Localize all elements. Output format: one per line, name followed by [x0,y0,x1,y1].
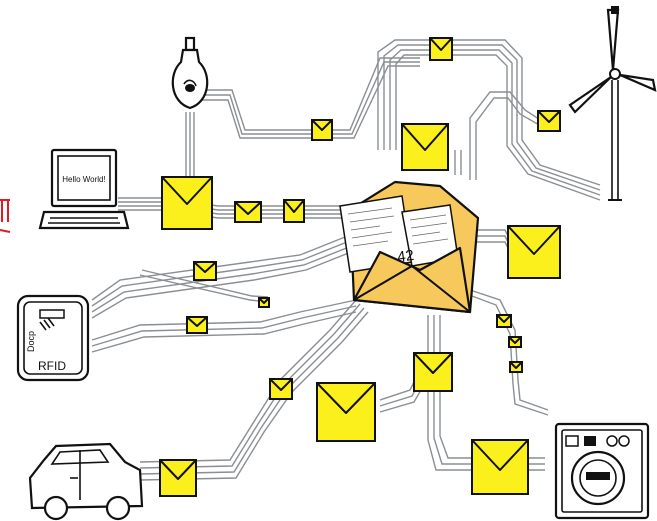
wire-bundles [91,39,601,481]
envelope-computer [161,176,213,230]
envelope-lamp-path [311,119,333,141]
wire-top-loop [377,39,601,201]
windmill-icon [568,6,657,201]
rfid-label: RFID [38,359,66,373]
red-edge-mark [0,199,11,233]
envelope-lower-center-large [316,382,376,442]
rfid-reader-icon: Docp RFID [16,294,90,382]
envelope-car [159,459,197,497]
envelope-mid-left-1 [234,201,262,223]
envelope-meter [471,439,529,495]
wire-car [139,299,369,481]
envelope-rfid-upper [193,261,217,281]
message-envelopes [159,37,561,497]
computer-screen-text: Hello World! [62,175,105,184]
envelope-right-small-2 [508,336,522,348]
electricity-meter-icon [554,422,650,520]
envelope-car-path-small [269,378,293,400]
light-bulb-icon [171,36,209,110]
envelope-rfid-tiny [258,297,270,308]
envelope-right-large [507,225,561,279]
envelope-mid-left-2 [283,199,305,223]
computer-icon: Hello World! [38,148,130,230]
wire-lamp [185,57,420,176]
envelope-right-small-1 [496,314,512,328]
rfid-vertical-text: Docp [26,331,36,352]
envelope-right-small-3 [509,361,523,373]
envelope-upper-center [401,123,449,171]
car-icon [28,442,144,521]
central-envelope-icon: 42 [339,180,480,314]
envelope-rfid-lower [186,316,208,334]
envelope-lower-mid [413,352,453,392]
wire-rfid [91,234,357,353]
envelope-top-small [429,37,453,61]
envelope-windmill [537,110,561,132]
